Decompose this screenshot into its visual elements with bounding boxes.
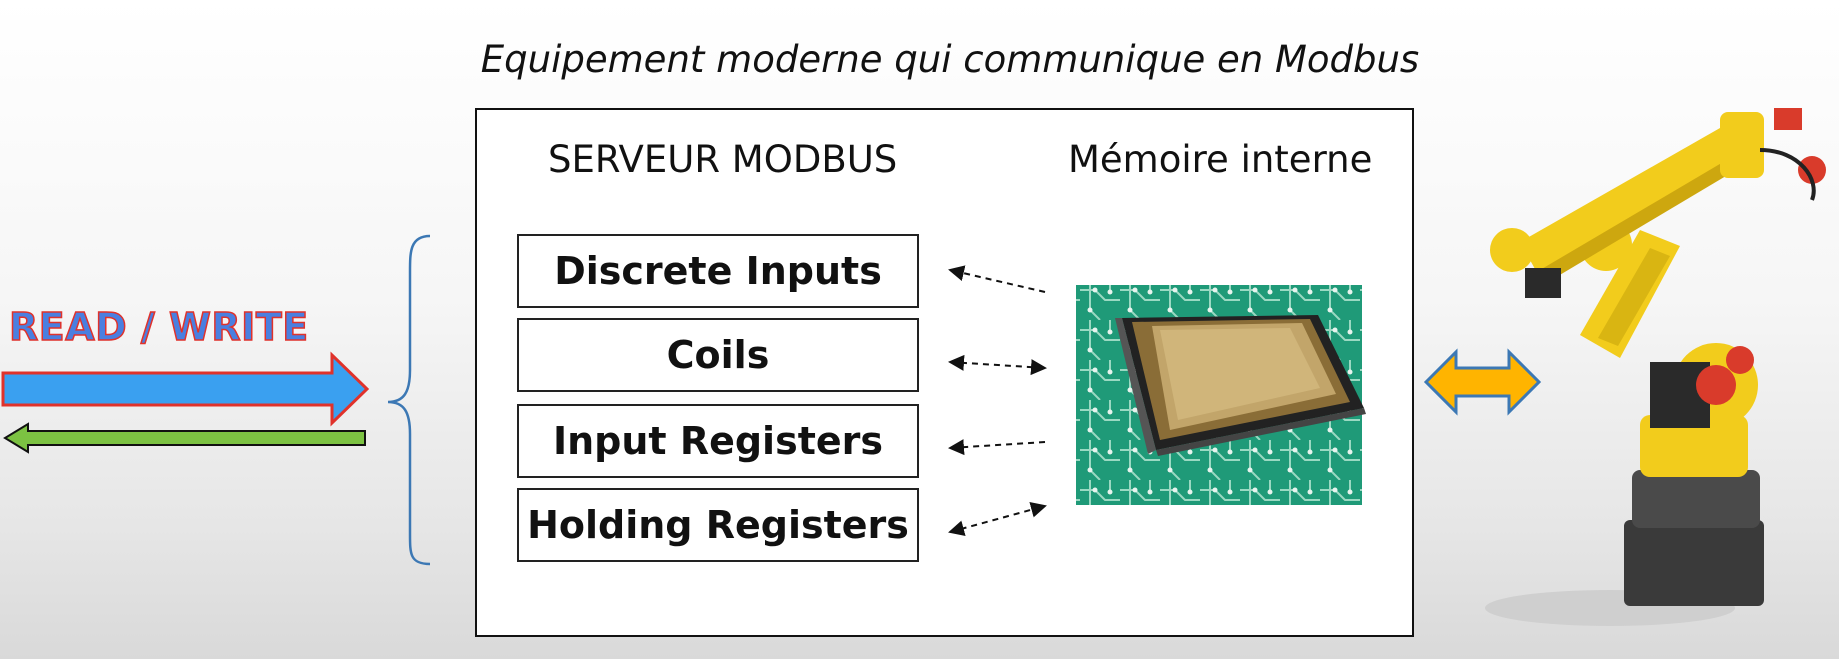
microchip-icon <box>1076 285 1366 505</box>
register-coils: Coils <box>517 318 919 392</box>
response-arrow <box>3 422 366 454</box>
register-holding-registers: Holding Registers <box>517 488 919 562</box>
link-holding-registers <box>948 501 1047 537</box>
brace-icon <box>387 234 431 566</box>
register-discrete-inputs: Discrete Inputs <box>517 234 919 308</box>
server-label: SERVEUR MODBUS <box>548 138 898 181</box>
diagram-title: Equipement moderne qui communique en Mod… <box>480 38 1420 81</box>
link-input-registers <box>948 439 1046 456</box>
read-write-label: READ / WRITE <box>8 304 309 350</box>
double-arrow-icon <box>1423 348 1542 416</box>
link-coils <box>948 354 1047 376</box>
robot-arm-icon <box>1485 108 1826 626</box>
link-discrete-inputs <box>948 265 1046 293</box>
register-input-registers: Input Registers <box>517 404 919 478</box>
memory-label: Mémoire interne <box>1068 138 1373 181</box>
request-arrow <box>1 351 370 427</box>
